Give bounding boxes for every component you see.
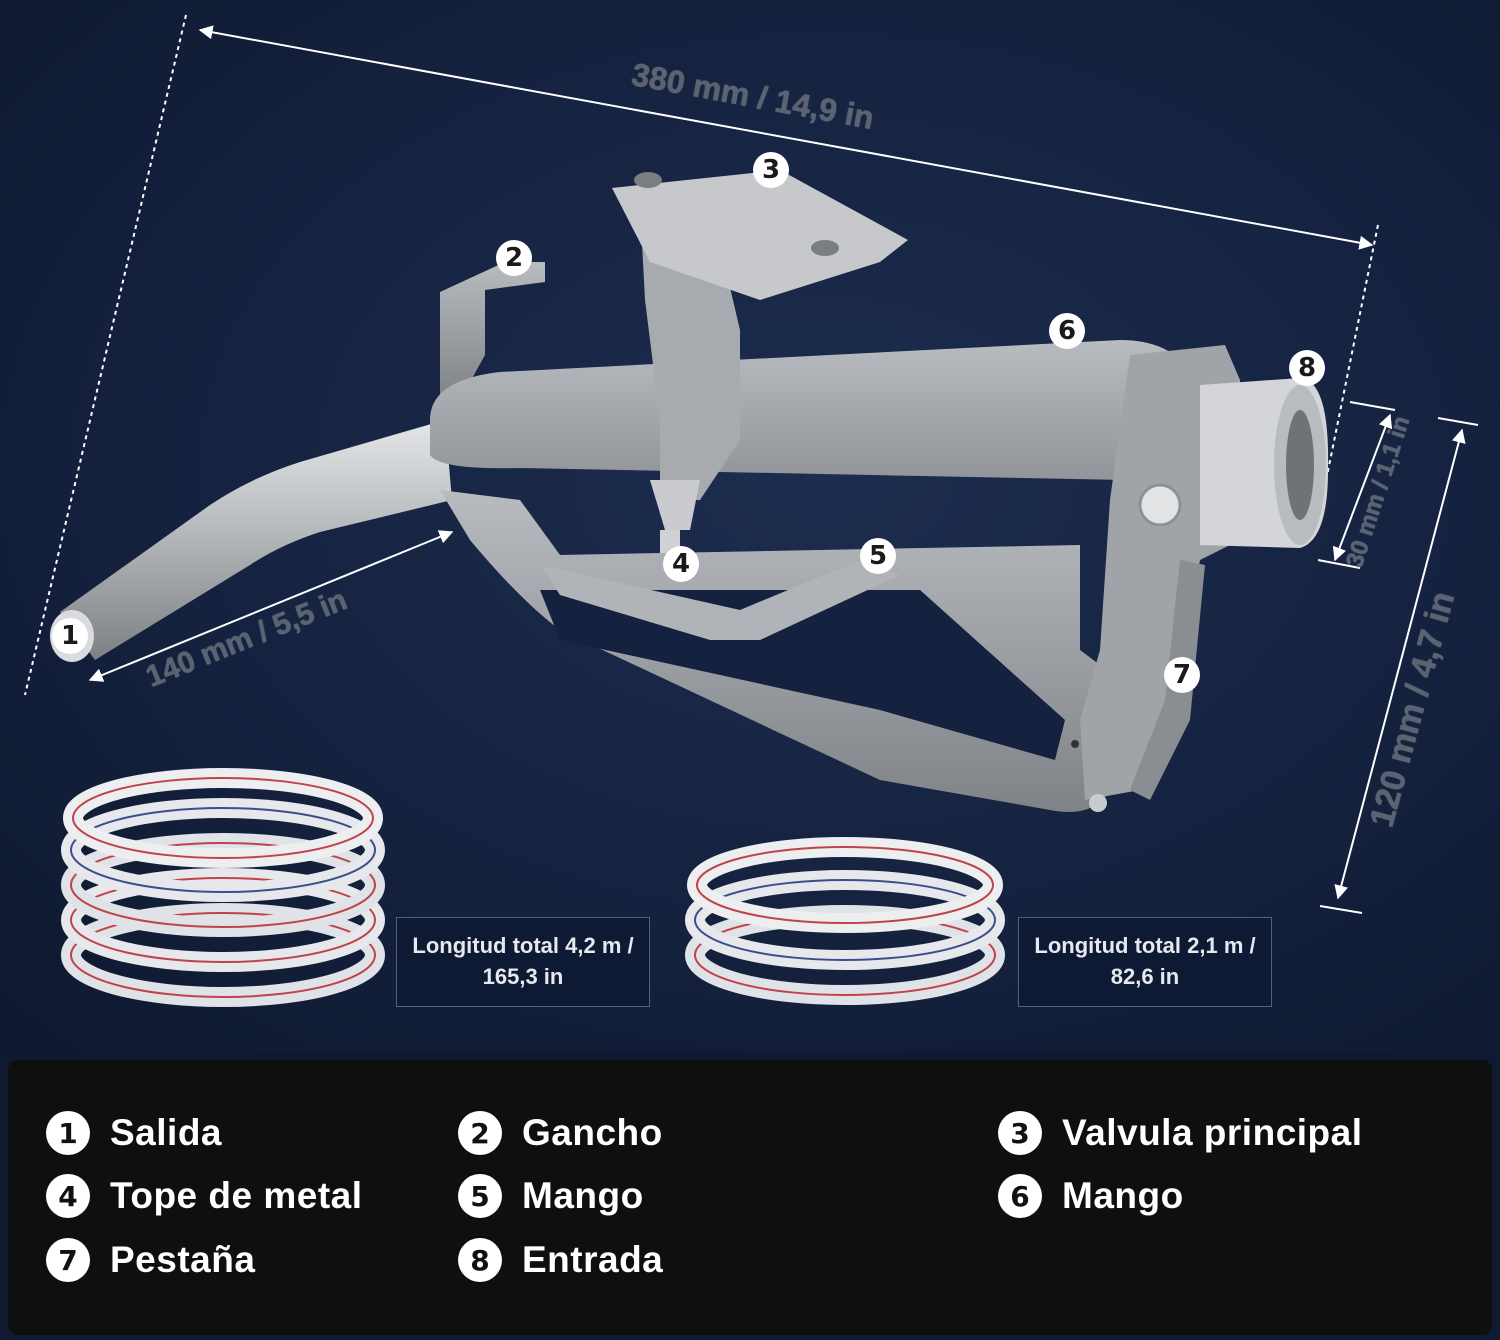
legend-item-valvula-principal: 3 Valvula principal bbox=[998, 1107, 1363, 1159]
legend-number: 2 bbox=[458, 1111, 502, 1155]
product-illustration-area: 380 mm / 14,9 in 140 mm / 5,5 in 30 mm /… bbox=[0, 0, 1500, 1052]
legend-number: 8 bbox=[458, 1238, 502, 1282]
legend-label: Salida bbox=[110, 1112, 222, 1153]
legend-label: Pestaña bbox=[110, 1239, 256, 1280]
callout-3: 3 bbox=[753, 152, 789, 188]
fuel-nozzle-illustration bbox=[24, 14, 1479, 1007]
legend-item-mango-5: 5 Mango bbox=[458, 1170, 644, 1222]
legend-label: Valvula principal bbox=[1062, 1112, 1363, 1153]
legend-item-entrada: 8 Entrada bbox=[458, 1234, 663, 1286]
legend-label: Mango bbox=[522, 1175, 644, 1216]
parts-legend: 1 Salida 2 Gancho 3 Valvula principal 4 … bbox=[8, 1060, 1492, 1335]
legend-item-gancho: 2 Gancho bbox=[458, 1107, 663, 1159]
legend-label: Tope de metal bbox=[110, 1175, 363, 1216]
hose-length-long: Longitud total 4,2 m / 165,3 in bbox=[396, 917, 650, 1007]
hose-coil-short bbox=[685, 837, 1005, 1005]
callout-5: 5 bbox=[860, 538, 896, 574]
legend-label: Gancho bbox=[522, 1112, 663, 1153]
legend-number: 3 bbox=[998, 1111, 1042, 1155]
legend-item-mango-6: 6 Mango bbox=[998, 1170, 1184, 1222]
hose-length-short: Longitud total 2,1 m / 82,6 in bbox=[1018, 917, 1272, 1007]
callout-1: 1 bbox=[52, 618, 88, 654]
legend-number: 6 bbox=[998, 1174, 1042, 1218]
legend-item-salida: 1 Salida bbox=[46, 1107, 222, 1159]
callout-8: 8 bbox=[1289, 350, 1325, 386]
legend-number: 1 bbox=[46, 1111, 90, 1155]
callout-4: 4 bbox=[663, 546, 699, 582]
dimension-lines bbox=[24, 14, 1479, 914]
legend-item-tope-de-metal: 4 Tope de metal bbox=[46, 1170, 363, 1222]
callout-7: 7 bbox=[1164, 657, 1200, 693]
hose-coil-long bbox=[61, 768, 385, 1007]
legend-number: 7 bbox=[46, 1238, 90, 1282]
legend-label: Mango bbox=[1062, 1175, 1184, 1216]
legend-label: Entrada bbox=[522, 1239, 664, 1280]
legend-item-pestana: 7 Pestaña bbox=[46, 1234, 255, 1286]
callout-2: 2 bbox=[496, 240, 532, 276]
legend-number: 5 bbox=[458, 1174, 502, 1218]
nozzle-body bbox=[50, 170, 1329, 812]
callout-6: 6 bbox=[1049, 313, 1085, 349]
legend-number: 4 bbox=[46, 1174, 90, 1218]
